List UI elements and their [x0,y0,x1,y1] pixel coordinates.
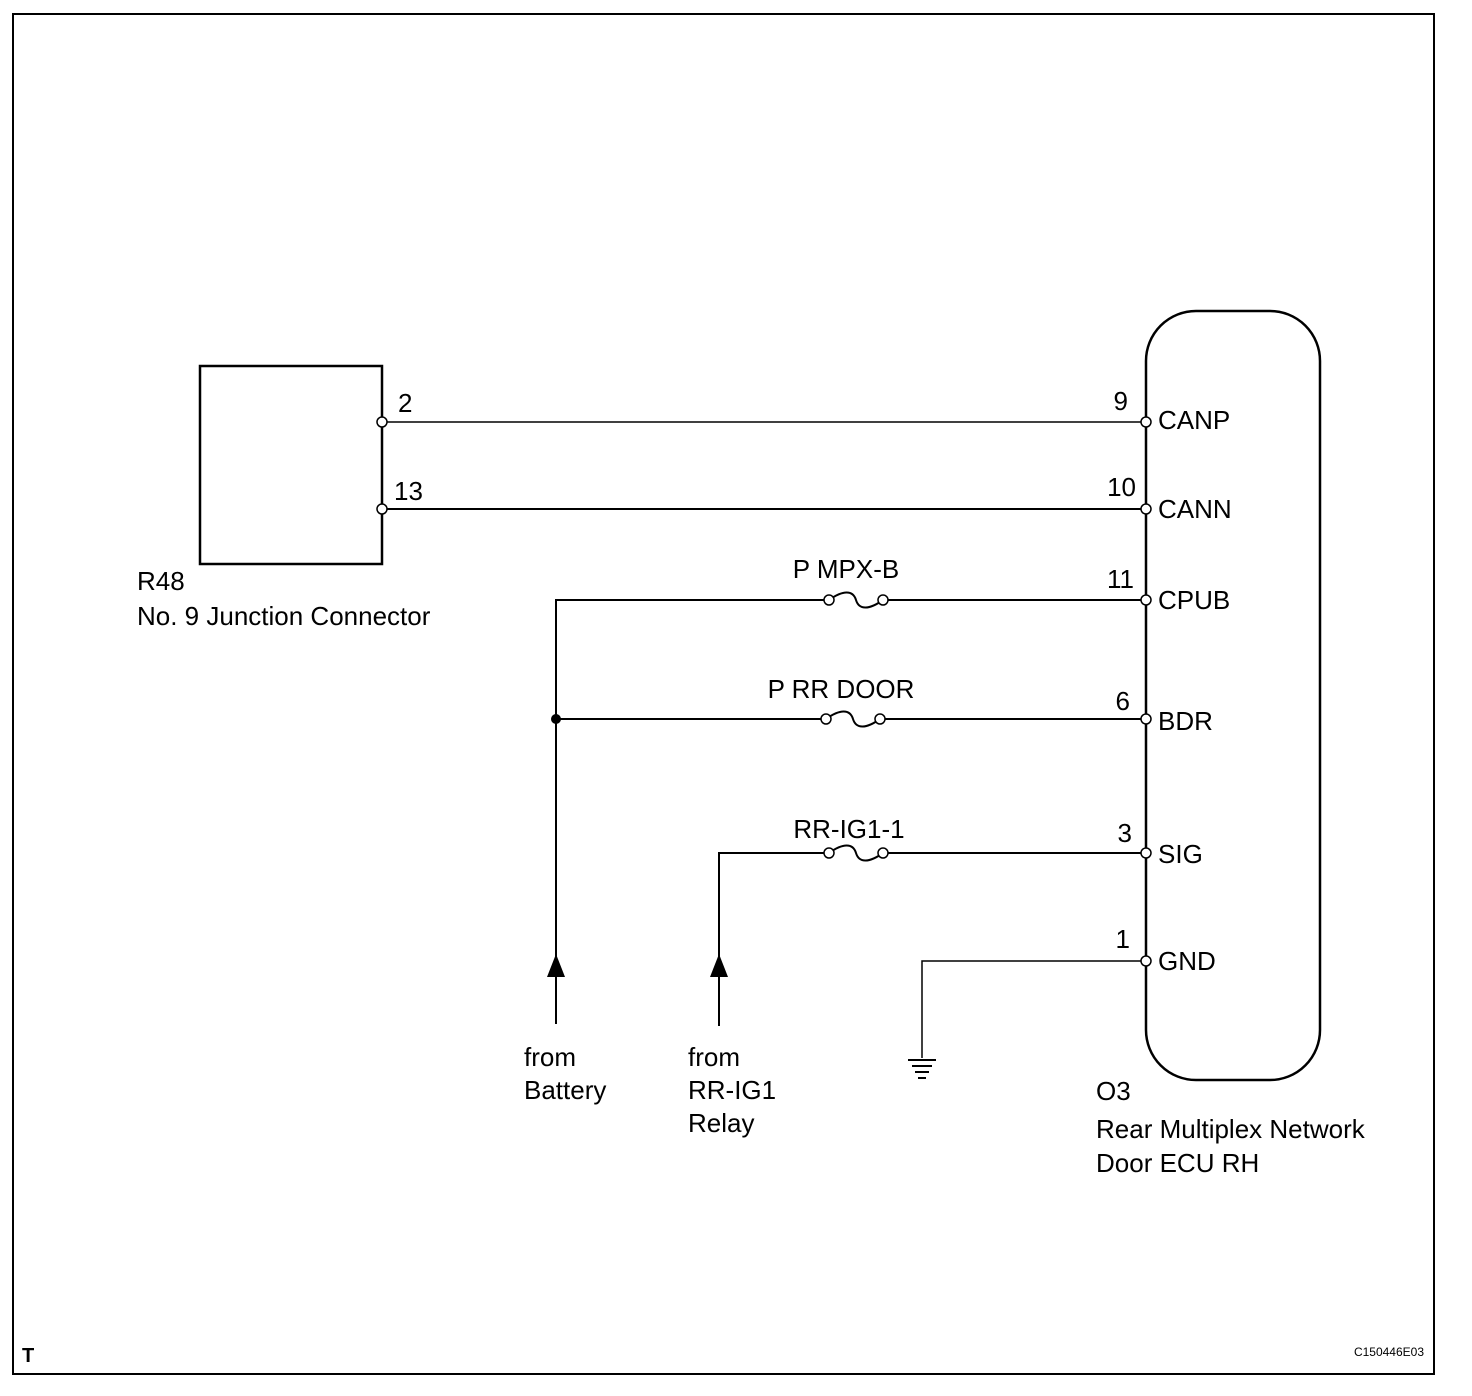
fuse-mpx-terminal-left [823,594,835,606]
ecu-pin-label-bdr: BDR [1158,706,1213,736]
ecu-name-line2: Door ECU RH [1096,1148,1259,1178]
battery-source-line1: from [524,1042,576,1072]
r48-pin-13-terminal [376,503,388,515]
ecu-pin-number-6: 6 [1116,686,1130,716]
r48-pin-13-number: 13 [394,476,423,506]
relay-source-line3: Relay [688,1108,754,1138]
ecu-pin-10-terminal [1140,503,1152,515]
battery-arrow-icon [547,954,565,977]
relay-source-line2: RR-IG1 [688,1075,776,1105]
ecu-body [1144,309,1322,1082]
ecu-pin-9-terminal [1140,416,1152,428]
ecu-pin-number-9: 9 [1114,386,1128,416]
splice-point [551,714,561,724]
ecu-pin-label-canp: CANP [1158,405,1230,435]
fuse-rr-door-symbol [825,710,881,728]
ecu-o3: O3 Rear Multiplex Network Door ECU RH CA… [1096,309,1366,1178]
wire-cpub: P MPX-B [555,554,1146,1024]
junction-connector-box [198,364,384,566]
wire-bdr: P RR DOOR [551,674,1146,728]
wire-sig: RR-IG1-1 [718,814,1146,1026]
ecu-code: O3 [1096,1076,1131,1106]
ecu-pin-number-3: 3 [1118,818,1132,848]
ecu-pin-3-terminal [1140,847,1152,859]
ecu-name-line1: Rear Multiplex Network [1096,1114,1366,1144]
relay-arrow-icon [710,954,728,977]
junction-connector-name: No. 9 Junction Connector [137,601,431,631]
r48-pin-2-terminal [376,416,388,428]
relay-source-line1: from [688,1042,740,1072]
junction-connector-r48: R48 No. 9 Junction Connector 2 13 [137,364,431,631]
fuse-mpx-symbol [828,591,884,609]
ecu-pin-label-cann: CANN [1158,494,1232,524]
fuse-rr-door-terminal-right [874,713,886,725]
ecu-pin-1-terminal [1140,955,1152,967]
battery-source-line2: Battery [524,1075,606,1105]
fuse-rr-ig1-symbol [828,844,884,862]
ecu-pin-number-1: 1 [1116,924,1130,954]
ecu-pin-number-10: 10 [1107,472,1136,502]
fuse-rr-ig1-terminal-right [877,847,889,859]
diagram-frame [12,13,1435,1375]
wire-sig-left [718,852,829,1026]
ecu-pin-label-gnd: GND [1158,946,1216,976]
figure-code: C150446E03 [1354,1345,1424,1359]
fuse-rr-ig1-terminal-left [823,847,835,859]
fuse-rr-door-terminal-left [820,713,832,725]
fuse-rr-door-label: P RR DOOR [768,674,915,704]
junction-connector-code: R48 [137,566,185,596]
ecu-pin-6-terminal [1140,713,1152,725]
corner-mark: T [22,1345,34,1367]
r48-pin-2-number: 2 [398,388,412,418]
fuse-rr-ig1-label: RR-IG1-1 [793,814,904,844]
ecu-pin-11-terminal [1140,594,1152,606]
ecu-pin-number-11: 11 [1107,564,1134,594]
ecu-pin-label-sig: SIG [1158,839,1203,869]
wire-cpub-left [555,599,829,1024]
wire-gnd-line [921,960,1146,1058]
fuse-mpx-label: P MPX-B [793,554,899,584]
wire-gnd [908,960,1146,1079]
fuse-mpx-terminal-right [877,594,889,606]
ecu-pin-label-cpub: CPUB [1158,585,1230,615]
